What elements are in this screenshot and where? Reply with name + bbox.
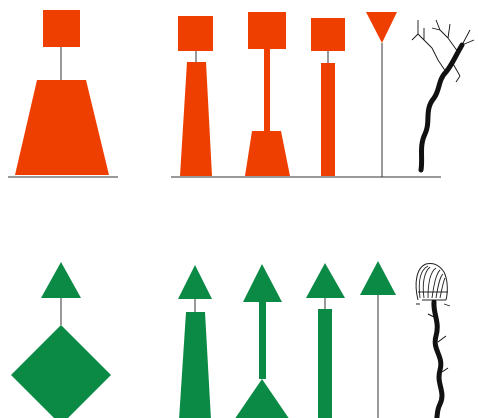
column bbox=[321, 63, 335, 176]
green-beacon-thin-pole bbox=[234, 264, 290, 418]
square-topmark bbox=[178, 16, 213, 51]
green-beacon-column bbox=[306, 263, 345, 418]
column bbox=[318, 309, 332, 418]
red-stake-withy bbox=[412, 20, 474, 170]
withy-bundle-top bbox=[416, 263, 447, 300]
square-topmark bbox=[43, 10, 80, 47]
triangle-topmark bbox=[41, 262, 81, 298]
red-beacon-thin-pole bbox=[245, 12, 290, 176]
trapezoid-base bbox=[15, 80, 109, 175]
inverted-triangle-topmark bbox=[366, 12, 397, 43]
tapered-column bbox=[179, 312, 211, 418]
withy-stem bbox=[421, 45, 462, 170]
top-row bbox=[8, 10, 474, 177]
green-beacon-tapered bbox=[178, 265, 212, 418]
triangle-base bbox=[234, 379, 290, 418]
thin-red-pole bbox=[264, 49, 270, 131]
thin-green-pole bbox=[259, 302, 266, 379]
green-stake-withy-bundle bbox=[416, 263, 450, 418]
green-triangle-pole bbox=[360, 261, 396, 418]
tapered-column bbox=[180, 62, 212, 176]
bottom-row bbox=[11, 261, 450, 418]
triangle-topmark bbox=[360, 261, 396, 295]
diamond-base bbox=[11, 325, 111, 418]
red-beacon-tapered bbox=[178, 16, 213, 176]
square-topmark bbox=[248, 12, 286, 49]
triangle-topmark bbox=[178, 265, 212, 299]
triangle-topmark bbox=[243, 264, 282, 302]
triangle-topmark bbox=[306, 263, 345, 298]
withy-stem bbox=[434, 302, 442, 418]
red-buoy-conical-base bbox=[15, 10, 109, 175]
green-buoy-diamond-base bbox=[11, 262, 111, 418]
red-beacon-column bbox=[311, 18, 345, 176]
square-topmark bbox=[311, 18, 345, 51]
trapezoid-base bbox=[245, 131, 290, 176]
red-triangle-pole bbox=[366, 12, 397, 177]
